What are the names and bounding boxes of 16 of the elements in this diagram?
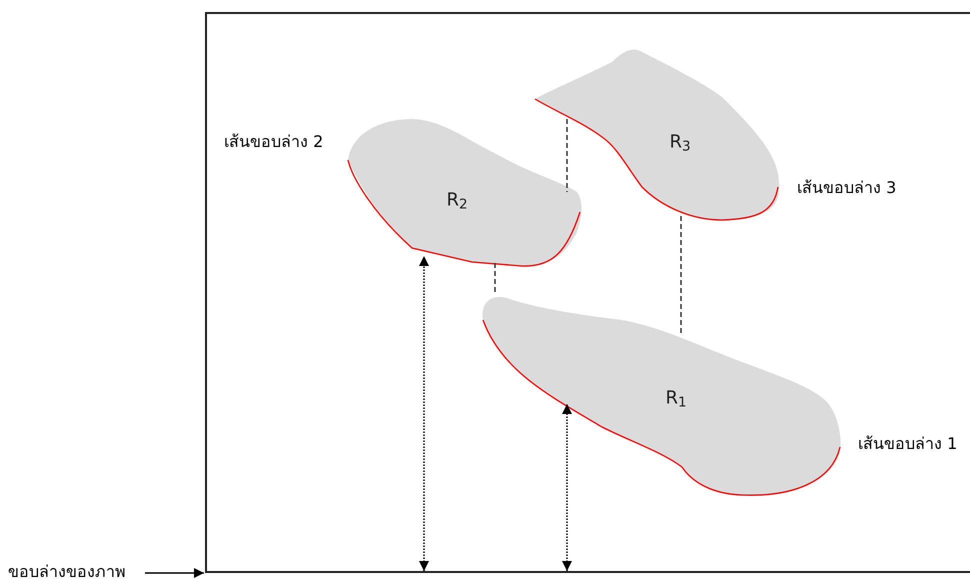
boundary-label: เส้นขอบล่าง 2 <box>224 132 324 152</box>
dashed-line <box>494 263 496 293</box>
arrow <box>145 568 204 578</box>
region-blob <box>480 294 843 497</box>
arrow <box>562 404 572 571</box>
region-label: R$_{1}$ <box>665 386 687 412</box>
region-label: R$_{3}$ <box>669 130 691 156</box>
dashed-line <box>566 119 568 192</box>
region-blob <box>347 118 583 268</box>
dashed-line <box>680 216 682 336</box>
image-frame <box>205 12 970 573</box>
boundary-label: เส้นขอบล่าง 3 <box>797 178 896 198</box>
region-label: R$_{2}$ <box>446 188 468 214</box>
arrow <box>419 256 429 571</box>
boundary-label: เส้นขอบล่าง 1 <box>858 434 958 454</box>
text-label: ขอบล่างของภาพ <box>8 562 126 579</box>
